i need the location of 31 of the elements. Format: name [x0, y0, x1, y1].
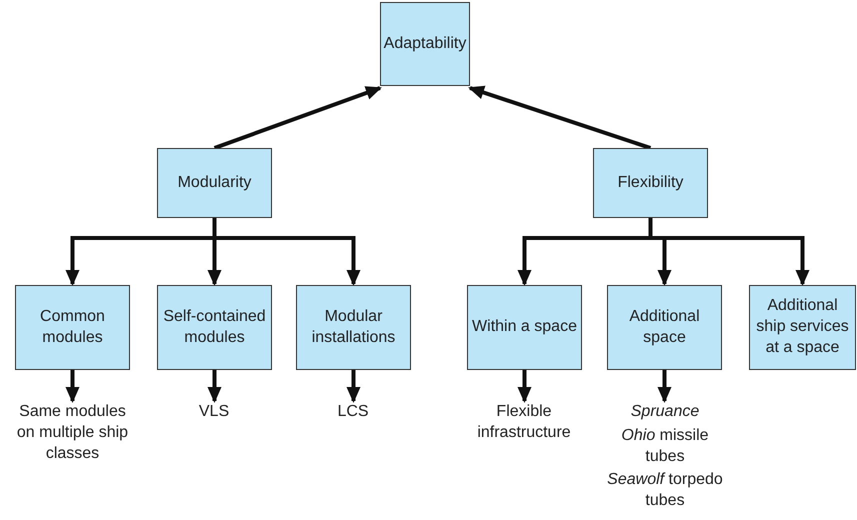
example-text: Seawolf torpedo tubes	[606, 470, 724, 512]
concept-box	[15, 285, 130, 370]
example-text: VLS	[198, 402, 230, 422]
concept-box	[593, 148, 708, 218]
concept-box	[749, 285, 856, 370]
concept-box	[157, 285, 272, 370]
concept-box	[296, 285, 411, 370]
arrow	[208, 370, 222, 403]
arrow	[66, 370, 80, 403]
box-label: Adaptability	[384, 34, 466, 54]
box-label: Common modules	[39, 306, 106, 348]
example-text: Flexible infrastructure	[476, 402, 572, 443]
arrow	[214, 86, 382, 150]
box-label: Modularity	[178, 172, 252, 193]
box-label: Additional ship services at a space	[755, 296, 850, 358]
box-label: Self-contained modules	[162, 306, 267, 348]
box-label: Additional space	[628, 306, 701, 348]
box-label: Modular installations	[310, 306, 396, 348]
arrow	[468, 86, 652, 150]
concept-box	[607, 285, 722, 370]
arrow	[658, 370, 672, 403]
concept-box	[380, 2, 470, 86]
concept-box	[467, 285, 582, 370]
example-text: LCS	[337, 402, 369, 422]
box-label: Flexibility	[618, 172, 684, 193]
box-label: Within a space	[472, 317, 577, 338]
concept-box	[157, 148, 272, 218]
example-text: Spruance	[630, 402, 700, 422]
example-text: Same modules on multiple ship classes	[16, 402, 130, 464]
arrow	[346, 370, 360, 403]
arrow	[518, 370, 532, 403]
